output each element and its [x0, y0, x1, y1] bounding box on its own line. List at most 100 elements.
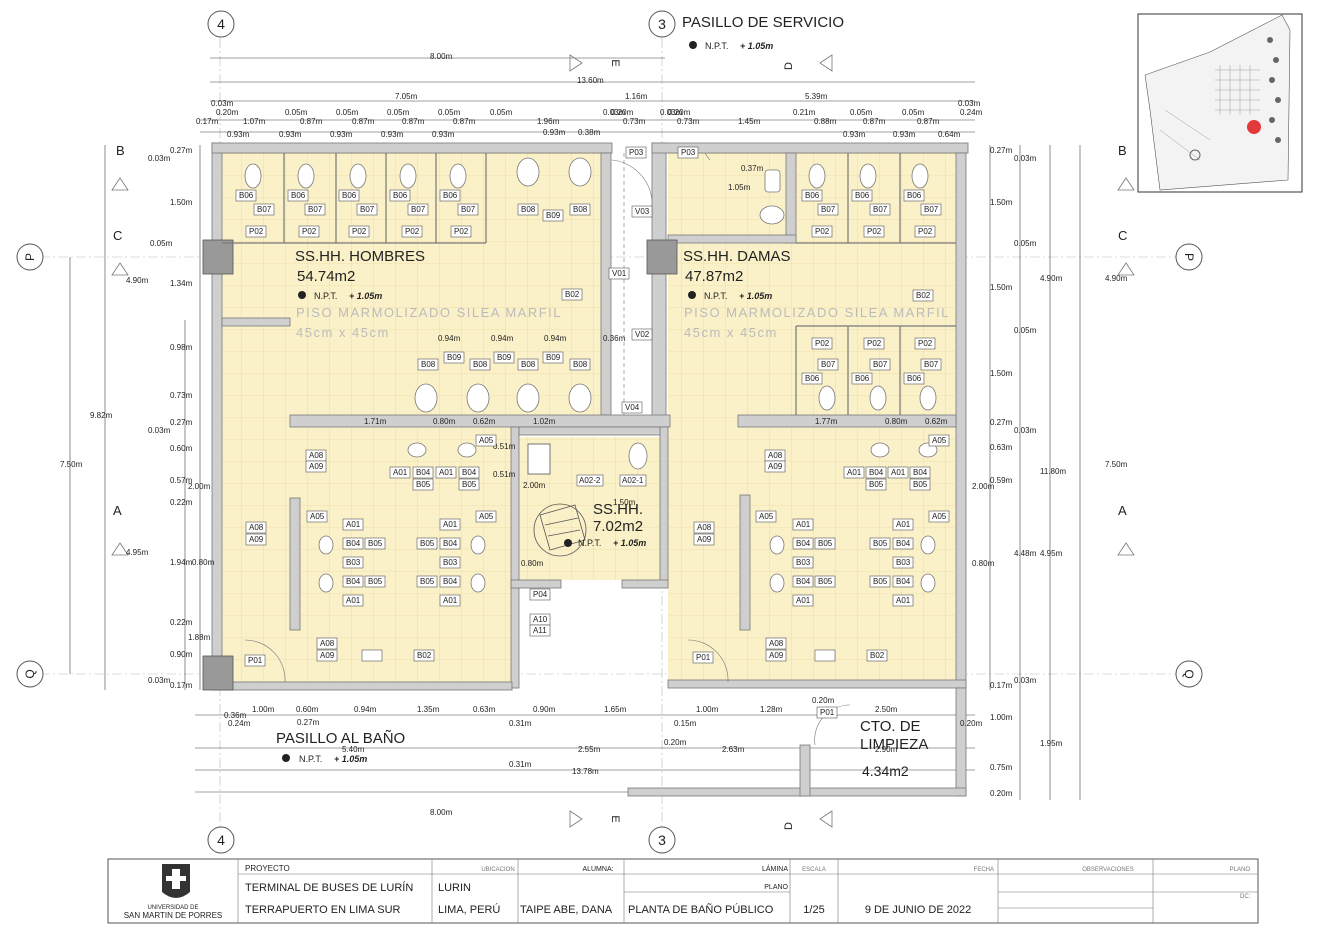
svg-text:2.63m: 2.63m: [722, 745, 745, 754]
svg-text:P01: P01: [696, 653, 711, 662]
svg-text:B03: B03: [443, 558, 458, 567]
svg-text:8.00m: 8.00m: [430, 52, 453, 61]
svg-text:A01: A01: [896, 596, 911, 605]
svg-text:2.00m: 2.00m: [972, 482, 995, 491]
svg-text:0.62m: 0.62m: [473, 417, 496, 426]
svg-text:2.00m: 2.00m: [523, 481, 546, 490]
svg-text:B08: B08: [521, 360, 536, 369]
room-damas-area: 47.87m2: [685, 268, 743, 285]
svg-text:9.82m: 9.82m: [90, 411, 113, 420]
svg-text:0.94m: 0.94m: [491, 334, 514, 343]
svg-text:0.17m: 0.17m: [990, 681, 1013, 690]
svg-text:0.93m: 0.93m: [381, 130, 404, 139]
tb-lamina-header: LÁMINA: [762, 864, 788, 873]
svg-text:4.90m: 4.90m: [126, 276, 149, 285]
svg-text:B04: B04: [462, 468, 477, 477]
svg-text:0.05m: 0.05m: [387, 108, 410, 117]
svg-text:0.75m: 0.75m: [990, 763, 1013, 772]
svg-text:P02: P02: [867, 339, 882, 348]
svg-text:B06: B06: [239, 191, 254, 200]
svg-text:0.60m: 0.60m: [296, 705, 319, 714]
svg-text:5.40m: 5.40m: [342, 745, 365, 754]
svg-text:1.02m: 1.02m: [533, 417, 556, 426]
axis-3-top: 3: [658, 16, 666, 32]
svg-text:P03: P03: [681, 148, 696, 157]
svg-text:A05: A05: [479, 436, 494, 445]
svg-text:0.87m: 0.87m: [453, 117, 476, 126]
svg-text:1.77m: 1.77m: [815, 417, 838, 426]
axis-bubbles: [16, 10, 1203, 854]
svg-text:B07: B07: [411, 205, 426, 214]
university-name-1: UNIVERSIDAD DE: [147, 905, 198, 911]
axis-b-left: B: [116, 143, 125, 158]
svg-text:A08: A08: [249, 523, 264, 532]
floor-spec-damas-2: 45cm x 45cm: [684, 325, 778, 340]
columns: [202, 239, 678, 691]
svg-text:0.73m: 0.73m: [170, 391, 193, 400]
svg-text:0.05m: 0.05m: [1014, 326, 1037, 335]
svg-text:0.87m: 0.87m: [863, 117, 886, 126]
svg-text:0.05m: 0.05m: [902, 108, 925, 117]
door-swings: [244, 152, 851, 746]
svg-text:V03: V03: [635, 207, 650, 216]
svg-text:B08: B08: [573, 360, 588, 369]
svg-text:0.93m: 0.93m: [227, 130, 250, 139]
svg-text:A11: A11: [533, 626, 547, 635]
svg-text:0.87m: 0.87m: [917, 117, 940, 126]
svg-text:P03: P03: [629, 148, 644, 157]
axis-a-right: A: [1118, 503, 1127, 518]
svg-text:0.93m: 0.93m: [543, 128, 566, 137]
tb-dc: DC:: [1240, 894, 1251, 900]
svg-text:0.98m: 0.98m: [170, 343, 193, 352]
svg-text:8.00m: 8.00m: [430, 808, 453, 817]
svg-text:2.00m: 2.00m: [188, 482, 211, 491]
svg-text:0.27m: 0.27m: [170, 418, 193, 427]
svg-text:0.03m: 0.03m: [148, 426, 171, 435]
tb-alumna-header: ALUMNA:: [582, 866, 613, 873]
svg-text:0.59m: 0.59m: [990, 476, 1013, 485]
svg-text:0.20m: 0.20m: [668, 108, 691, 117]
dimension-texts-top: 8.00m 13.60m 7.05m 1.16m 5.39m 0.03m 0.2…: [196, 52, 983, 139]
svg-text:13.60m: 13.60m: [577, 76, 604, 85]
svg-text:2.55m: 2.55m: [578, 745, 601, 754]
svg-text:A09: A09: [769, 651, 784, 660]
svg-text:B05: B05: [368, 577, 383, 586]
svg-text:B06: B06: [805, 374, 820, 383]
svg-text:0.87m: 0.87m: [352, 117, 375, 126]
svg-text:0.94m: 0.94m: [354, 705, 377, 714]
svg-text:P04: P04: [533, 590, 548, 599]
tb-plano-header: PLANO: [764, 884, 788, 891]
tb-fecha: 9 DE JUNIO DE 2022: [865, 904, 971, 916]
svg-text:1.16m: 1.16m: [625, 92, 648, 101]
svg-text:1.94m: 1.94m: [170, 558, 193, 567]
svg-text:B05: B05: [420, 539, 435, 548]
svg-text:B04: B04: [896, 577, 911, 586]
svg-text:0.93m: 0.93m: [279, 130, 302, 139]
sinks: [318, 169, 938, 593]
svg-text:A09: A09: [249, 535, 264, 544]
svg-text:B02: B02: [417, 651, 432, 660]
svg-text:1.05m: 1.05m: [728, 183, 751, 192]
tb-escala: 1/25: [803, 904, 824, 916]
svg-text:A01: A01: [439, 468, 454, 477]
svg-text:B07: B07: [821, 205, 836, 214]
svg-text:0.03m: 0.03m: [660, 108, 683, 117]
svg-text:A01: A01: [346, 596, 361, 605]
svg-text:0.80m: 0.80m: [192, 558, 215, 567]
svg-text:B05: B05: [913, 480, 928, 489]
stall-partitions: [222, 153, 956, 415]
svg-text:0.57m: 0.57m: [170, 476, 193, 485]
svg-text:0.22m: 0.22m: [170, 498, 193, 507]
dimension-texts-interior: 0.94m 0.94m 0.94m 0.36m 1.71m 0.80m 0.62…: [364, 164, 948, 568]
axis-a-left: A: [113, 503, 122, 518]
axis-q-right: Q: [1182, 669, 1196, 678]
axis-q-left: Q: [23, 669, 37, 678]
svg-text:0.87m: 0.87m: [402, 117, 425, 126]
floor-spec-hombres-2: 45cm x 45cm: [296, 325, 390, 340]
axis-b-right: B: [1118, 143, 1127, 158]
svg-text:11.80m: 11.80m: [1040, 467, 1066, 476]
svg-text:0.03m: 0.03m: [603, 108, 626, 117]
svg-text:B05: B05: [869, 480, 884, 489]
svg-text:A02-2: A02-2: [579, 476, 601, 485]
svg-text:0.87m: 0.87m: [300, 117, 323, 126]
